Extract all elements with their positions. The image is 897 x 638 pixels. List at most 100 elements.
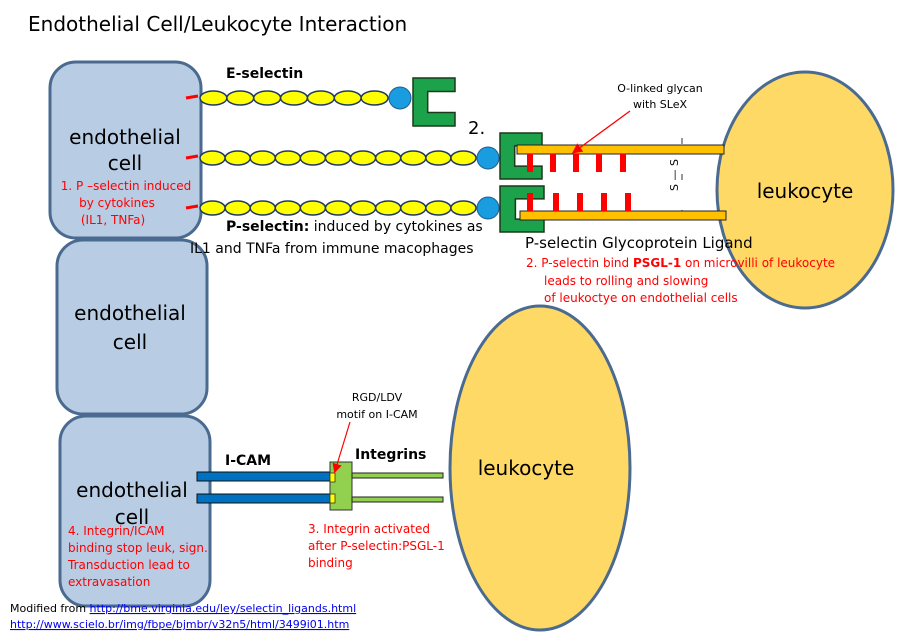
step2-text: on microvilli of leukocyte (681, 256, 835, 270)
leukocyte-top: leukocyte (715, 70, 895, 310)
glycan-label: O-linked glycan (617, 82, 703, 95)
selectin-bead (324, 150, 352, 166)
cell-label: cell (115, 505, 149, 529)
leukocyte-label: leukocyte (478, 456, 575, 480)
endothelial-cell-middle: endothelial cell (55, 238, 209, 416)
glycan-tick (573, 154, 579, 172)
selectin-bead (374, 200, 402, 216)
leukocyte-label: leukocyte (757, 179, 854, 203)
footer-prefix: Modified from (10, 602, 90, 615)
annotation-step1: 1. P –selectin induced (61, 179, 191, 193)
selectin-bead (450, 200, 477, 216)
rgd-label: RGD/LDV (352, 391, 403, 404)
selectin-bead (226, 90, 255, 106)
selectin-bead (306, 90, 336, 106)
membrane-anchor (185, 204, 199, 210)
psgl-label: P-selectin Glycoprotein Ligand (525, 234, 753, 252)
glycan-tick (527, 193, 533, 211)
annotation-step4: Transduction lead to (67, 558, 190, 572)
lectin-domain (388, 86, 412, 110)
p-selectin-desc: induced by cytokines as (309, 219, 482, 235)
selectin-bead (360, 90, 389, 106)
selectin-bead (299, 150, 327, 166)
p-selectin-desc-line2: IL1 and TNFa from immune macophages (190, 241, 474, 257)
glycan-tick (620, 154, 626, 172)
selectin-bead (450, 150, 477, 166)
endothelial-cell-bottom: endothelial cell 4. Integrin/ICAM bindin… (58, 414, 212, 608)
selectin-bead (425, 150, 452, 166)
annotation-step1: by cytokines (79, 196, 155, 210)
selectin-bead (399, 200, 427, 216)
selectin-bead (324, 200, 352, 216)
selectin-bead (374, 150, 402, 166)
glycan-ticks (527, 154, 631, 211)
selectin-head (499, 185, 545, 233)
glycan-tick (625, 193, 631, 211)
selectin-bead (224, 200, 251, 216)
membrane-anchor (185, 94, 199, 100)
selectin-bead (252, 90, 282, 106)
lectin-domain (476, 146, 500, 170)
selectin-bead (425, 200, 452, 216)
selectin-head (412, 77, 456, 127)
p-selectin-label: P-selectin: induced by cytokines as (226, 219, 483, 235)
annotation-step3: after P-selectin:PSGL-1 (308, 539, 445, 553)
glycan-tick (527, 154, 533, 172)
e-selectin-label: E-selectin (226, 66, 303, 82)
glycan-tick (553, 193, 559, 211)
glycan-arrow (571, 110, 631, 154)
annotation-step2: 2. P-selectin bind PSGL-1 on microvilli … (526, 256, 835, 270)
annotation-step2: leads to rolling and slowing (544, 274, 708, 288)
selectin-bead (349, 150, 377, 166)
icam-label: I-CAM (225, 453, 271, 469)
disulfide-bond-label: S — S (668, 159, 681, 191)
rgd-arrow (332, 421, 351, 474)
selectin-bead (199, 200, 226, 216)
annotation-step3: binding (308, 556, 353, 570)
annotation-step1: (IL1, TNFa) (81, 213, 145, 227)
icam-integrin (196, 461, 444, 511)
page-title: Endothelial Cell/Leukocyte Interaction (28, 12, 407, 36)
cell-label: cell (113, 330, 147, 354)
source-link-1[interactable]: http://bme.virginia.edu/ley/selectin_lig… (90, 602, 357, 615)
step2-marker: 2. (468, 118, 485, 139)
selectin-bead (333, 90, 362, 106)
footer-source: Modified from http://bme.virginia.edu/le… (10, 602, 356, 615)
endothelial-cell-top: endothelial cell 1. P –selectin induced … (48, 60, 203, 240)
selectin-head (499, 132, 543, 180)
source-link-2[interactable]: http://www.scielo.br/img/fbpe/bjmbr/v32n… (10, 618, 349, 631)
selectin-bead (299, 200, 327, 216)
selectin-bead (274, 150, 302, 166)
rgd-label: motif on I-CAM (336, 408, 417, 421)
selectin-bead (199, 150, 226, 166)
p-selectin-bold: P-selectin: (226, 219, 309, 235)
selectin-bead (199, 90, 228, 106)
integrins-label: Integrins (355, 447, 426, 463)
annotation-step4: binding stop leuk, sign. (68, 541, 208, 555)
glycan-tick (550, 154, 556, 172)
step2-text: 2. P-selectin bind (526, 256, 633, 270)
cell-label: endothelial (76, 478, 188, 502)
lectin-domain (476, 196, 500, 220)
step2-bold: PSGL-1 (633, 256, 681, 270)
psgl-1: S — S (516, 138, 727, 221)
selectin-bead (399, 150, 427, 166)
selectin-bead (349, 200, 377, 216)
membrane-anchor (185, 154, 199, 160)
glycan-tick (596, 154, 602, 172)
glycan-label: with SLeX (633, 98, 688, 111)
selectin-chains (185, 77, 545, 233)
selectin-bead (274, 200, 302, 216)
selectin-bead (279, 90, 309, 106)
selectin-bead (249, 150, 277, 166)
selectin-bead (224, 150, 251, 166)
annotation-step2: of leukoctye on endothelial cells (544, 291, 738, 305)
annotation-step4: extravasation (68, 575, 150, 589)
glycan-tick (601, 193, 607, 211)
annotation-step4: 4. Integrin/ICAM (68, 524, 165, 538)
cell-label: endothelial (69, 125, 181, 149)
glycan-tick (577, 193, 583, 211)
cell-label: cell (108, 151, 142, 175)
leukocyte-bottom: leukocyte (448, 304, 632, 632)
